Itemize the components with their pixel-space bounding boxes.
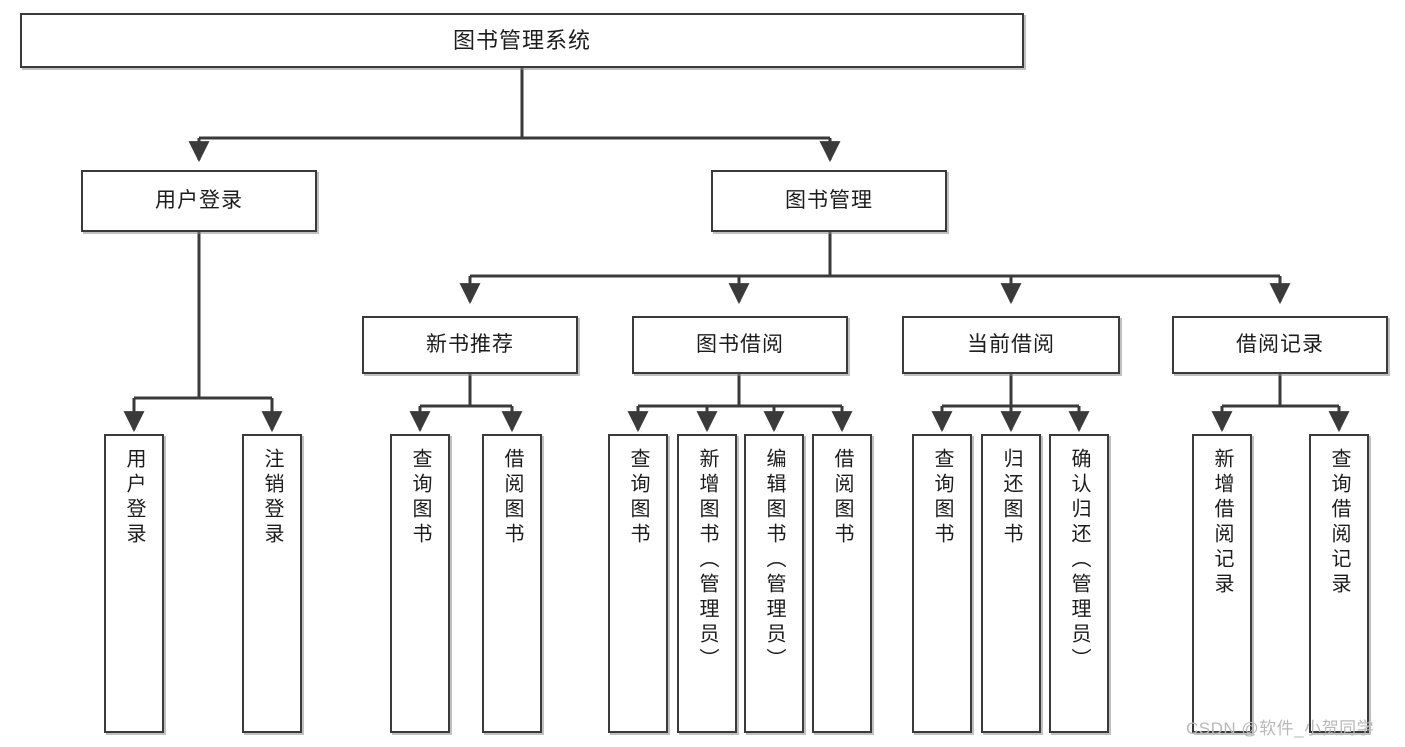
node-label: 借阅图书 <box>501 448 523 548</box>
leaf-borrow-add-book-admin[interactable]: 新增图书（管理员） <box>677 434 737 733</box>
node-label: 编辑图书（管理员） <box>763 448 785 673</box>
node-label: 当前借阅 <box>967 332 1055 356</box>
node-new-book-recommend[interactable]: 新书推荐 <box>362 316 578 374</box>
node-label: 确认归还（管理员） <box>1068 448 1090 673</box>
node-user-login[interactable]: 用户登录 <box>81 170 317 232</box>
node-label: 图书借阅 <box>696 332 784 356</box>
node-borrow-record[interactable]: 借阅记录 <box>1172 316 1388 374</box>
node-book-borrow[interactable]: 图书借阅 <box>632 316 848 374</box>
node-label: 图书管理系统 <box>452 27 591 53</box>
leaf-current-query-book[interactable]: 查询图书 <box>912 434 972 733</box>
node-book-management[interactable]: 图书管理 <box>711 170 947 232</box>
leaf-record-query-record[interactable]: 查询借阅记录 <box>1309 434 1369 733</box>
leaf-borrow-borrow-book[interactable]: 借阅图书 <box>812 434 872 733</box>
node-label: 查询图书 <box>931 448 953 548</box>
node-label: 图书管理 <box>785 188 873 212</box>
node-label: 注销登录 <box>261 448 283 548</box>
node-current-borrow[interactable]: 当前借阅 <box>902 316 1120 374</box>
node-label: 用户登录 <box>155 188 243 212</box>
node-label: 借阅图书 <box>831 448 853 548</box>
node-label: 归还图书 <box>1000 448 1022 548</box>
leaf-recommend-borrow-book[interactable]: 借阅图书 <box>482 434 542 733</box>
leaf-recommend-query-book[interactable]: 查询图书 <box>390 434 450 733</box>
node-label: 借阅记录 <box>1236 332 1324 356</box>
node-label: 查询借阅记录 <box>1328 448 1350 598</box>
leaf-user-login-logout[interactable]: 注销登录 <box>242 434 302 733</box>
leaf-user-login-login[interactable]: 用户登录 <box>104 434 164 733</box>
leaf-borrow-query-book[interactable]: 查询图书 <box>608 434 668 733</box>
node-label: 新增借阅记录 <box>1211 448 1233 598</box>
node-label: 新书推荐 <box>426 332 514 356</box>
node-label: 查询图书 <box>627 448 649 548</box>
leaf-current-confirm-return-admin[interactable]: 确认归还（管理员） <box>1049 434 1109 733</box>
leaf-record-add-record[interactable]: 新增借阅记录 <box>1192 434 1252 733</box>
node-label: 用户登录 <box>123 448 145 548</box>
node-label: 新增图书（管理员） <box>696 448 718 673</box>
node-root-system[interactable]: 图书管理系统 <box>20 13 1024 68</box>
leaf-borrow-edit-book-admin[interactable]: 编辑图书（管理员） <box>744 434 804 733</box>
node-label: 查询图书 <box>409 448 431 548</box>
leaf-current-return-book[interactable]: 归还图书 <box>981 434 1041 733</box>
